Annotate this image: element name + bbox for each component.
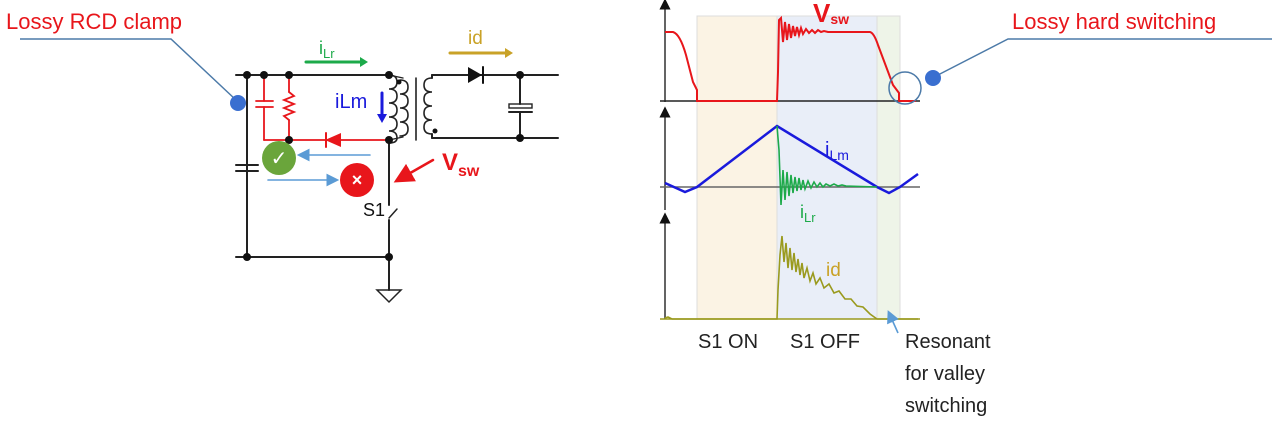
primary-winding [388,74,398,144]
vsw-waveform-label: Vsw [813,0,849,28]
ilr-waveform [776,125,878,206]
ilm-waveform-label: iLm [825,139,849,163]
ilm-waveform [664,124,919,195]
id-waveform-label: id [826,260,841,281]
svg-text:✓: ✓ [271,148,288,170]
ilr-waveform-label: iLr [800,202,816,225]
ilr-label: iLr [319,38,335,61]
resonant-pointer-arrow [887,310,899,334]
callout-hard-switching-label: Lossy hard switching [1012,9,1216,34]
ok-status-icon: ✓ [262,141,296,175]
svg-text:×: × [352,170,363,190]
vsw-node-label: Vsw [442,149,480,180]
clamp-resistor [281,91,297,121]
callout-rcd-clamp: Lossy RCD clamp [6,9,246,111]
leader-line [935,38,1272,77]
resonant-note-line-2: for valley [905,363,985,385]
vsw-arrow [393,158,435,183]
switch-blade [388,208,398,219]
callout-hard-switching: Lossy hard switching [925,9,1272,86]
hard-switching-highlight [888,71,922,105]
rcd-clamp [255,74,390,141]
callout-rcd-clamp-label: Lossy RCD clamp [6,9,182,34]
phase-label-s1-on: S1 ON [698,331,758,353]
resonant-note-line-1: Resonant [905,331,991,353]
bad-status-icon: × [340,163,374,197]
leakage-inductance [399,79,409,137]
s1-off-band [776,15,878,320]
ground-icon [375,289,403,304]
polarity-dot [432,128,438,134]
output-diode [468,67,482,83]
leader-line [20,38,237,101]
output-capacitor [508,103,533,109]
resonant-note-line-3: switching [905,395,987,417]
polarity-dot [396,79,402,85]
callout-dot [230,95,246,111]
secondary-winding [423,77,433,135]
resonant-band [876,15,901,320]
ilm-label: iLm [335,91,367,113]
junction-dots [243,71,524,261]
waveform-panel: Vsw iLm iLr id S1 ON S1 OFF Resonant for… [659,0,991,417]
switch-label: S1 [363,200,385,220]
callout-dot [925,70,941,86]
id-waveform [664,235,918,320]
vsw-waveform [665,15,916,102]
phase-label-s1-off: S1 OFF [790,331,860,353]
clamp-diode [325,133,341,147]
s1-on-band [696,15,778,320]
id-label: id [468,28,483,49]
flyback-circuit: iLr id iLm ✓ × Vsw S1 [235,28,559,304]
